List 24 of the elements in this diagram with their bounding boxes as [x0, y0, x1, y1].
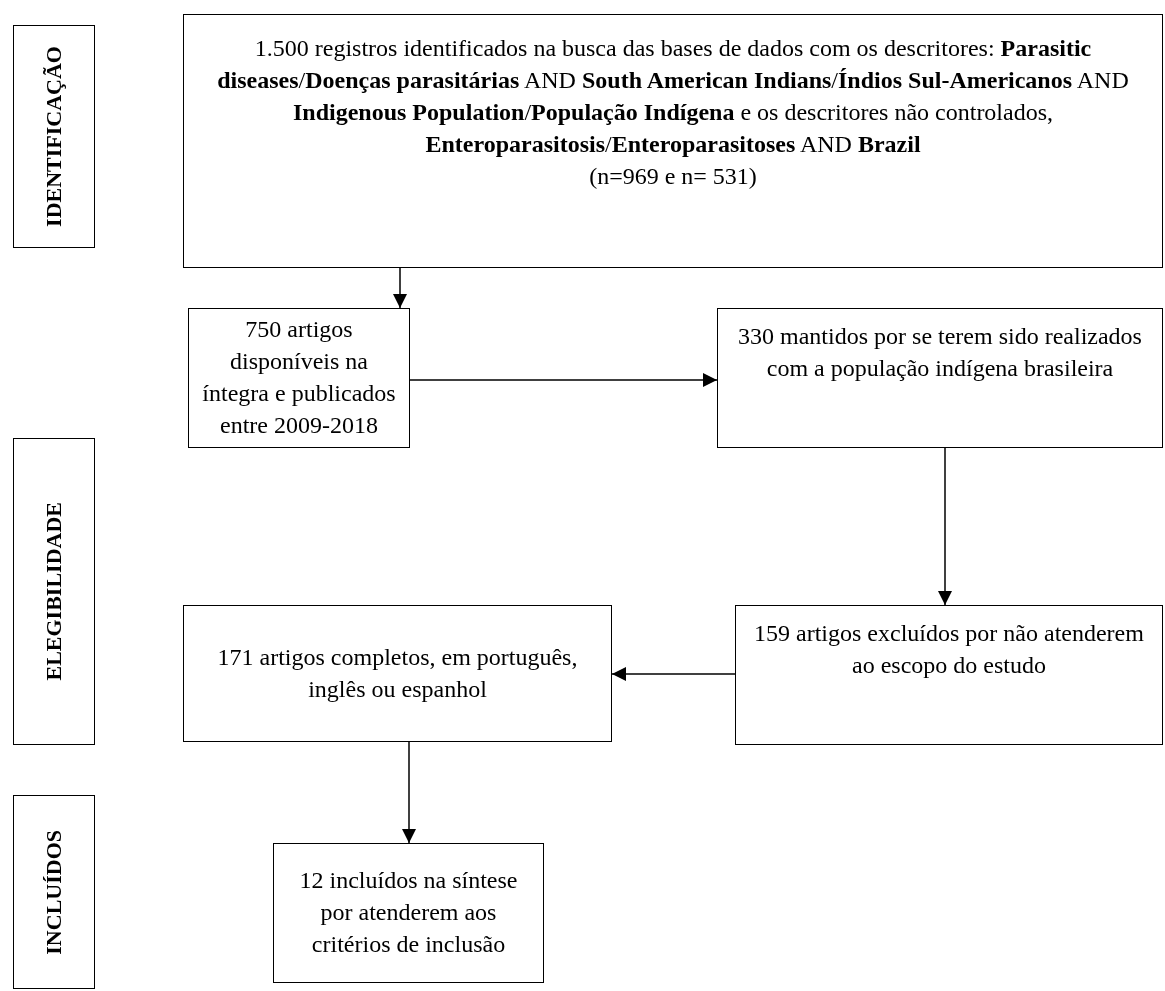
count-text: (n=969 e n= 531): [589, 161, 757, 191]
arrow: [409, 373, 718, 387]
box-text: 750 artigos disponíveis na íntegra e publicados entre 2009-2018: [201, 315, 397, 440]
process-box: [183, 14, 1163, 268]
box-text: 330 mantidos por se terem sido realizados com a população indígena brasileira: [737, 322, 1143, 383]
stage-label: INCLUÍDOS: [40, 829, 68, 955]
arrow: [611, 667, 736, 681]
stage-label: ELEGIBILIDADE: [40, 502, 68, 681]
stage-label-box: [13, 438, 95, 745]
stage-label: IDENTIFICAÇÃO: [40, 46, 68, 227]
box-text: 12 incluídos na síntese por atenderem aos critérios de inclusão: [298, 866, 519, 959]
process-box: [273, 843, 544, 983]
box-text: 1.500 registros identificados na busca das bases de dados com os descritores: Parasitic diseases/Doenças parasitárias AND South American Indians/Índios Sul-Americanos AND Indigenous Population/População Indígena e os descritores não controlados, Enteroparasitosis/Enteroparasitoses AND Brazil: [216, 34, 1130, 159]
arrow: [393, 267, 407, 309]
arrow: [938, 447, 952, 606]
arrow: [402, 741, 416, 844]
stage-label-box: [13, 795, 95, 989]
stage-label-box: [13, 25, 95, 248]
process-box: [717, 308, 1163, 448]
process-box: [188, 308, 410, 448]
process-box: [183, 605, 612, 742]
box-text: 159 artigos excluídos por não atenderem ao escopo do estudo: [753, 619, 1145, 680]
process-box: [735, 605, 1163, 745]
box-text: 171 artigos completos, em português, inglês ou espanhol: [216, 642, 579, 704]
